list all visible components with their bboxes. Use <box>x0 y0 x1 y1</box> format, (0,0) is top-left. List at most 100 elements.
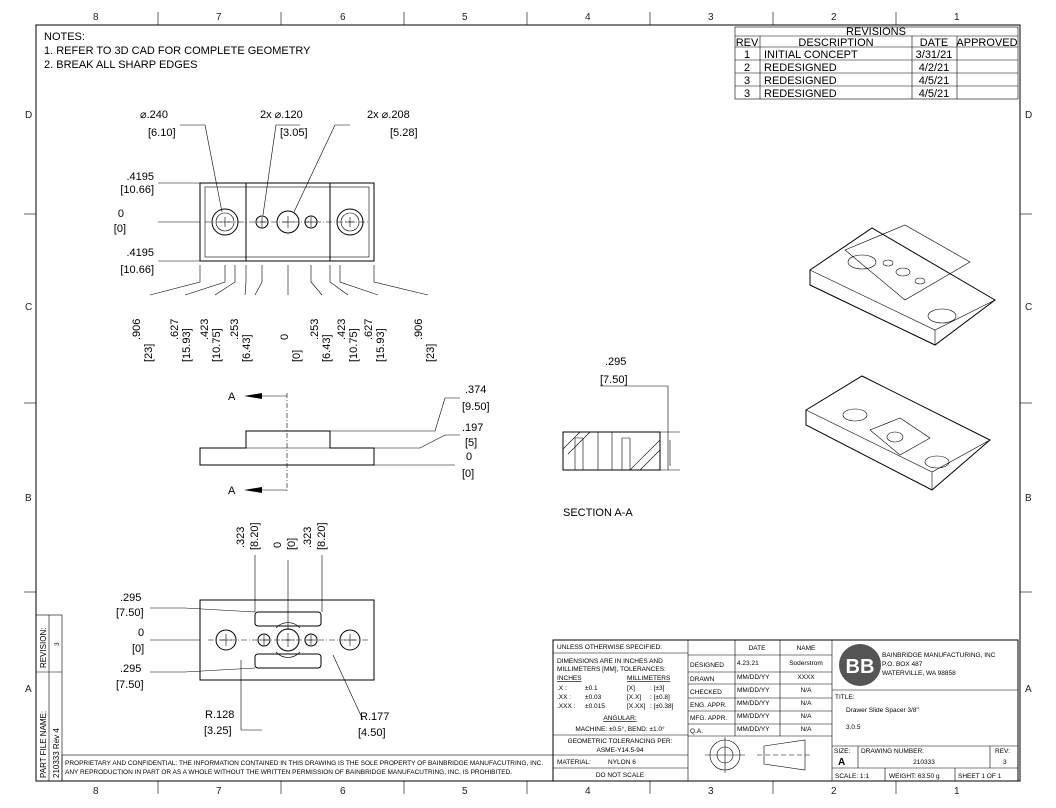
section-marker: A <box>228 391 236 403</box>
dim-value: .906 <box>413 319 425 340</box>
zone-col: 8 <box>93 786 99 797</box>
desc-cell: REDESIGNED <box>764 62 837 74</box>
rev-header: DATE <box>920 37 949 49</box>
rev-cell: 2 <box>744 62 750 74</box>
dim-mm: [10.75] <box>211 328 223 362</box>
revision-row: 2 REDESIGNED 4/2/21 <box>744 62 949 74</box>
dim-mm: [15.93] <box>181 328 193 362</box>
sign-role: DESIGNED <box>690 662 724 669</box>
geometric-tolerancing: GEOMETRIC TOLERANCING PER: <box>568 738 673 745</box>
revisions-title: REVISIONS <box>846 26 906 38</box>
isometric-view-top <box>809 224 996 346</box>
tolerance-row: .XXX : ±0.015 [X.XX] : [±0.38] <box>557 703 674 710</box>
zone-col: 2 <box>831 12 837 23</box>
zone-ticks <box>24 12 1032 794</box>
sign-role: CHECKED <box>690 689 722 696</box>
rev-header: REV <box>736 37 759 49</box>
rev-label: REV: <box>995 748 1010 755</box>
dim-value: .253 <box>309 319 321 340</box>
sign-name: XXXX <box>797 674 815 681</box>
sign-name: N/A <box>801 726 813 733</box>
drawing-title: Drawer Slide Spacer 3/8" <box>846 707 919 714</box>
dim-mm: [8.20] <box>316 522 328 550</box>
radius-value: R.128 <box>205 709 234 721</box>
dim-mm: [0] <box>114 223 126 235</box>
zone-labels-bottom: 8 7 6 5 4 3 2 1 <box>93 786 960 797</box>
company-name: BAINBRIDGE MANUFACTURING, INC <box>882 652 996 659</box>
proprietary-notice: PROPRIETARY AND CONFIDENTIAL: THE INFORM… <box>61 754 554 782</box>
tol-in: .XXX : <box>557 703 576 710</box>
dim-mm: [7.50] <box>600 374 628 386</box>
radius-mm: [3.25] <box>204 725 232 737</box>
mount-hole <box>211 208 239 236</box>
mm-head: MILLIMETERS <box>627 675 671 682</box>
unless-specified: UNLESS OTHERWISE SPECIFIED: <box>557 644 662 651</box>
dim-mm: [9.50] <box>462 401 490 413</box>
dim-mm: [7.50] <box>116 607 144 619</box>
dim-value: .295 <box>120 592 141 604</box>
geometric-standard: ASME-Y14.5-94 <box>597 747 644 754</box>
size-value: A <box>838 757 845 768</box>
zone-col: 7 <box>216 786 222 797</box>
drawing-subtitle: 3.0.5 <box>846 724 861 731</box>
zone-col: 3 <box>708 786 714 797</box>
dim-value: .4195 <box>126 171 154 183</box>
dim-value: .253 <box>229 319 241 340</box>
dims-note: DIMENSIONS ARE IN INCHES AND <box>557 658 663 665</box>
logo-text: BB <box>846 656 875 678</box>
rev-header: DESCRIPTION <box>798 37 873 49</box>
sheet: SHEET 1 OF 1 <box>958 773 1002 780</box>
front-view: A A .374 [9.50] .197 [5] 0 [0] <box>199 384 490 497</box>
sign-role: MFG. APPR. <box>690 715 727 722</box>
size-label: SIZE: <box>834 748 850 755</box>
dim-mm: [8.20] <box>249 522 261 550</box>
notes-heading: NOTES: <box>44 31 85 43</box>
zone-col: 4 <box>585 12 591 23</box>
dim-mm: [15.93] <box>375 328 387 362</box>
date-cell: 4/2/21 <box>919 62 950 74</box>
do-not-scale: DO NOT SCALE <box>596 772 645 779</box>
isometric-view-bottom <box>805 375 991 491</box>
date-cell: 4/5/21 <box>919 88 950 100</box>
third-angle-projection-symbol <box>705 737 812 773</box>
callout-dim: 2x ⌀.120 <box>260 109 303 121</box>
zone-row: B <box>1025 493 1032 504</box>
sign-date: 4.23.21 <box>737 660 759 667</box>
zone-row: A <box>25 684 32 695</box>
dim-value: 0 <box>279 334 291 340</box>
sign-role: DRAWN <box>690 676 715 683</box>
revisions-table: REVISIONS REV DESCRIPTION DATE APPROVED … <box>734 26 1019 100</box>
dim-value: .374 <box>465 384 486 396</box>
sign-name: N/A <box>801 713 813 720</box>
material-label: MATERIAL: <box>557 759 591 766</box>
sign-header: DATE <box>749 645 767 652</box>
tolerance-row: .XX : ±0.03 [X.X] : [±0.8] <box>557 694 670 701</box>
section-arrow <box>244 393 262 399</box>
section-marker: A <box>228 485 236 497</box>
zone-col: 7 <box>216 12 222 23</box>
zone-col: 3 <box>708 12 714 23</box>
dim-value: .423 <box>199 319 211 340</box>
callout-dim: 2x ⌀.208 <box>367 109 410 121</box>
sign-date: MM/DD/YY <box>737 674 770 681</box>
tol-mm: [X.XX] <box>627 703 646 710</box>
sign-header: NAME <box>797 645 816 652</box>
radius-value: R.177 <box>360 711 389 723</box>
angular-head: ANGULAR: <box>603 715 636 722</box>
mount-hole <box>336 208 364 236</box>
note-item: 2. BREAK ALL SHARP EDGES <box>44 59 197 71</box>
dim-value: 0 <box>466 451 472 463</box>
desc-cell: REDESIGNED <box>764 88 837 100</box>
sign-date: MM/DD/YY <box>737 687 770 694</box>
tol-in-value: ±0.03 <box>585 694 602 701</box>
drawing-number: 210333 <box>913 759 935 766</box>
tol-in-value: ±0.015 <box>585 703 605 710</box>
revision-label: REVISION: <box>39 628 48 668</box>
dim-value: 0 <box>138 627 144 639</box>
note-item: 1. REFER TO 3D CAD FOR COMPLETE GEOMETRY <box>44 45 311 57</box>
rev-cell: 1 <box>744 49 750 61</box>
zone-labels-sides: D C B A D C B A <box>25 110 1032 695</box>
zone-col: 6 <box>340 12 346 23</box>
zone-col: 1 <box>954 12 960 23</box>
